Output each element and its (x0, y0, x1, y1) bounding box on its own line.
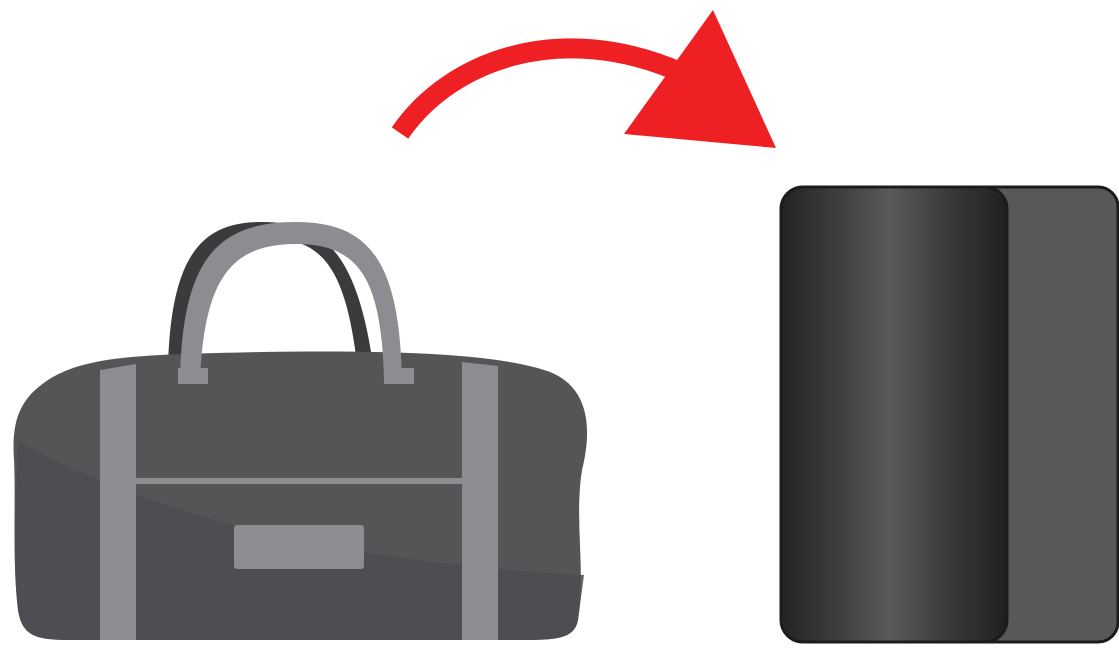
bag-strap-left (100, 364, 136, 640)
bag-handle-tab-left (178, 368, 208, 384)
curved-arrow-icon (400, 10, 776, 148)
rolled-bag-roll (781, 187, 1007, 642)
bag-handle-tab-right (384, 368, 414, 384)
bag-name-tag (234, 525, 364, 569)
bag-strap-right (462, 362, 498, 640)
bag-pocket-seam (134, 478, 466, 484)
arrow-head (624, 10, 776, 148)
duffel-bag-icon (14, 222, 588, 640)
rolled-bag-icon (781, 187, 1118, 642)
